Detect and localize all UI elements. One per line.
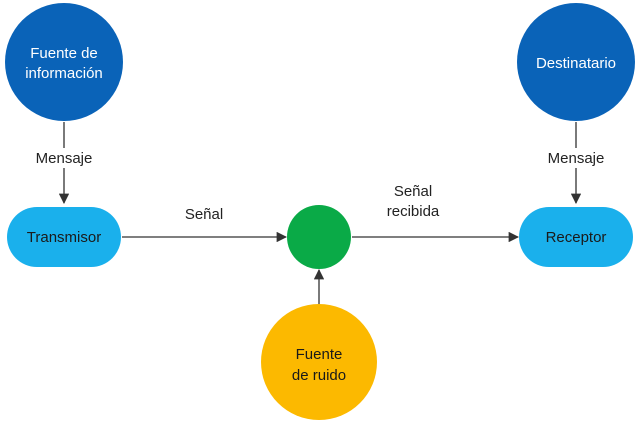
mensaje-left-label: Mensaje — [36, 150, 93, 167]
fuente-ruido-node — [261, 304, 377, 420]
senal-label: Señal — [185, 206, 223, 223]
senal-recibida-label-line2: recibida — [387, 203, 440, 220]
transmisor-label: Transmisor — [27, 229, 101, 246]
mensaje-left-label-bg — [30, 148, 100, 168]
fuente-ruido-label-line2: de ruido — [292, 367, 346, 384]
receptor-label: Receptor — [546, 229, 607, 246]
fuente-ruido-label-line1: Fuente — [296, 346, 343, 363]
mensaje-right-label-bg — [541, 148, 611, 168]
transmisor-node — [7, 207, 121, 267]
senal-recibida-label-line1: Señal — [394, 183, 432, 200]
destinatario-node — [517, 3, 635, 121]
receptor-node — [519, 207, 633, 267]
fuente-informacion-label-line2: información — [25, 65, 103, 82]
canal-node — [287, 205, 351, 269]
destinatario-label: Destinatario — [536, 55, 616, 72]
fuente-informacion-node — [5, 3, 123, 121]
mensaje-right-label: Mensaje — [548, 150, 605, 167]
fuente-informacion-label-line1: Fuente de — [30, 45, 98, 62]
